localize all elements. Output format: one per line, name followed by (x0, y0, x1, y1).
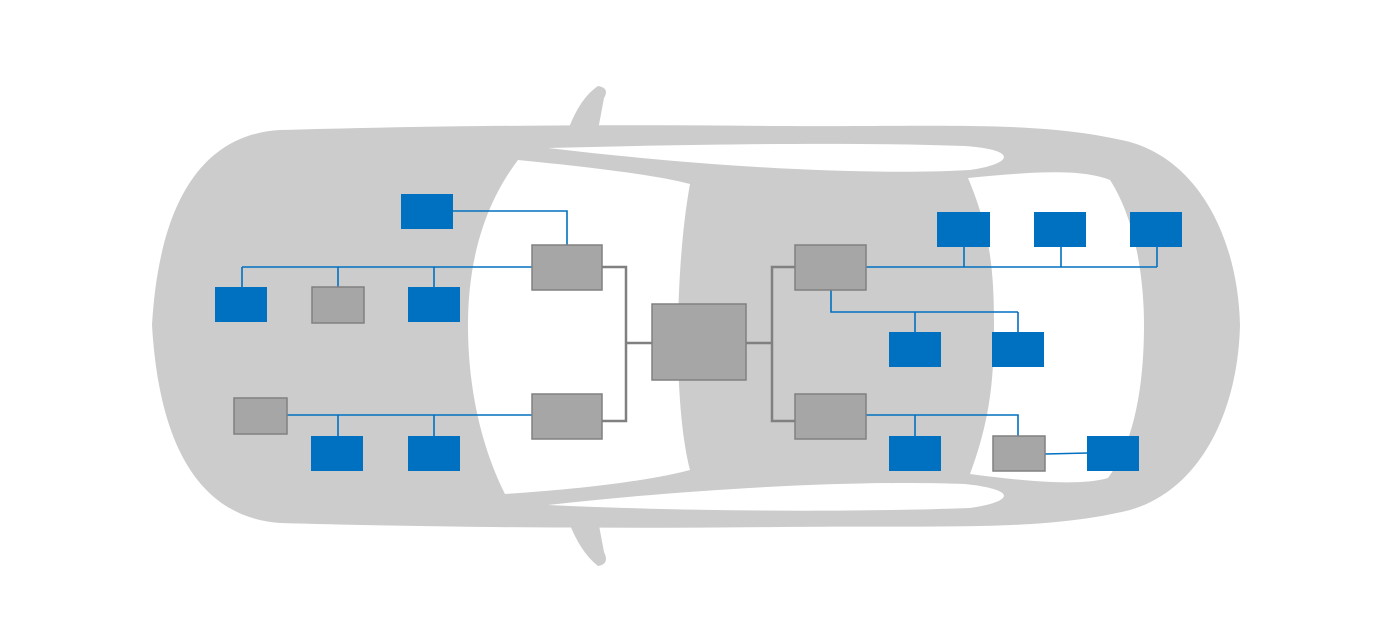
top-side-window (548, 143, 1004, 172)
ecu-nodes (215, 194, 1182, 471)
rear-window (468, 160, 690, 494)
ecu-node (408, 287, 460, 322)
backbone-links (602, 265, 795, 423)
ecu-node (889, 436, 941, 471)
domain-controller-rear-lower (531, 393, 603, 440)
sub-gateways (233, 286, 1046, 472)
sub-gateway-front-lower (992, 435, 1046, 472)
bus-rear-upper-top (453, 210, 568, 245)
domain-controller-front-upper (794, 244, 867, 291)
ecu-node (408, 436, 460, 471)
ecu-node (215, 287, 267, 322)
domain-controller-front-lower (794, 393, 867, 440)
bus-front-lower-main (866, 414, 1019, 436)
ecu-node (1130, 212, 1182, 247)
bottom-side-window (548, 482, 1004, 511)
right-mirror (568, 520, 606, 566)
domain-controller-rear-upper (531, 244, 603, 291)
sub-gateway-rear-upper (311, 286, 365, 324)
central-gateway (651, 303, 747, 381)
bus-front-upper-branch (830, 290, 1018, 313)
windshield (968, 172, 1144, 483)
ecu-node (311, 436, 363, 471)
sub-gateway-rear-lower (233, 397, 288, 435)
ecu-node (992, 332, 1044, 367)
left-mirror (568, 86, 606, 130)
domain-controllers (531, 244, 867, 440)
ecu-node (1034, 212, 1086, 247)
car-glass (468, 143, 1144, 511)
ecu-node (937, 212, 990, 247)
ecu-node (889, 332, 941, 367)
ecu-node (401, 194, 453, 229)
ecu-node (1087, 436, 1139, 471)
bus-front-lower-sub (1044, 452, 1089, 455)
backbone-link-front (770, 265, 795, 423)
bus-lines (241, 210, 1158, 455)
